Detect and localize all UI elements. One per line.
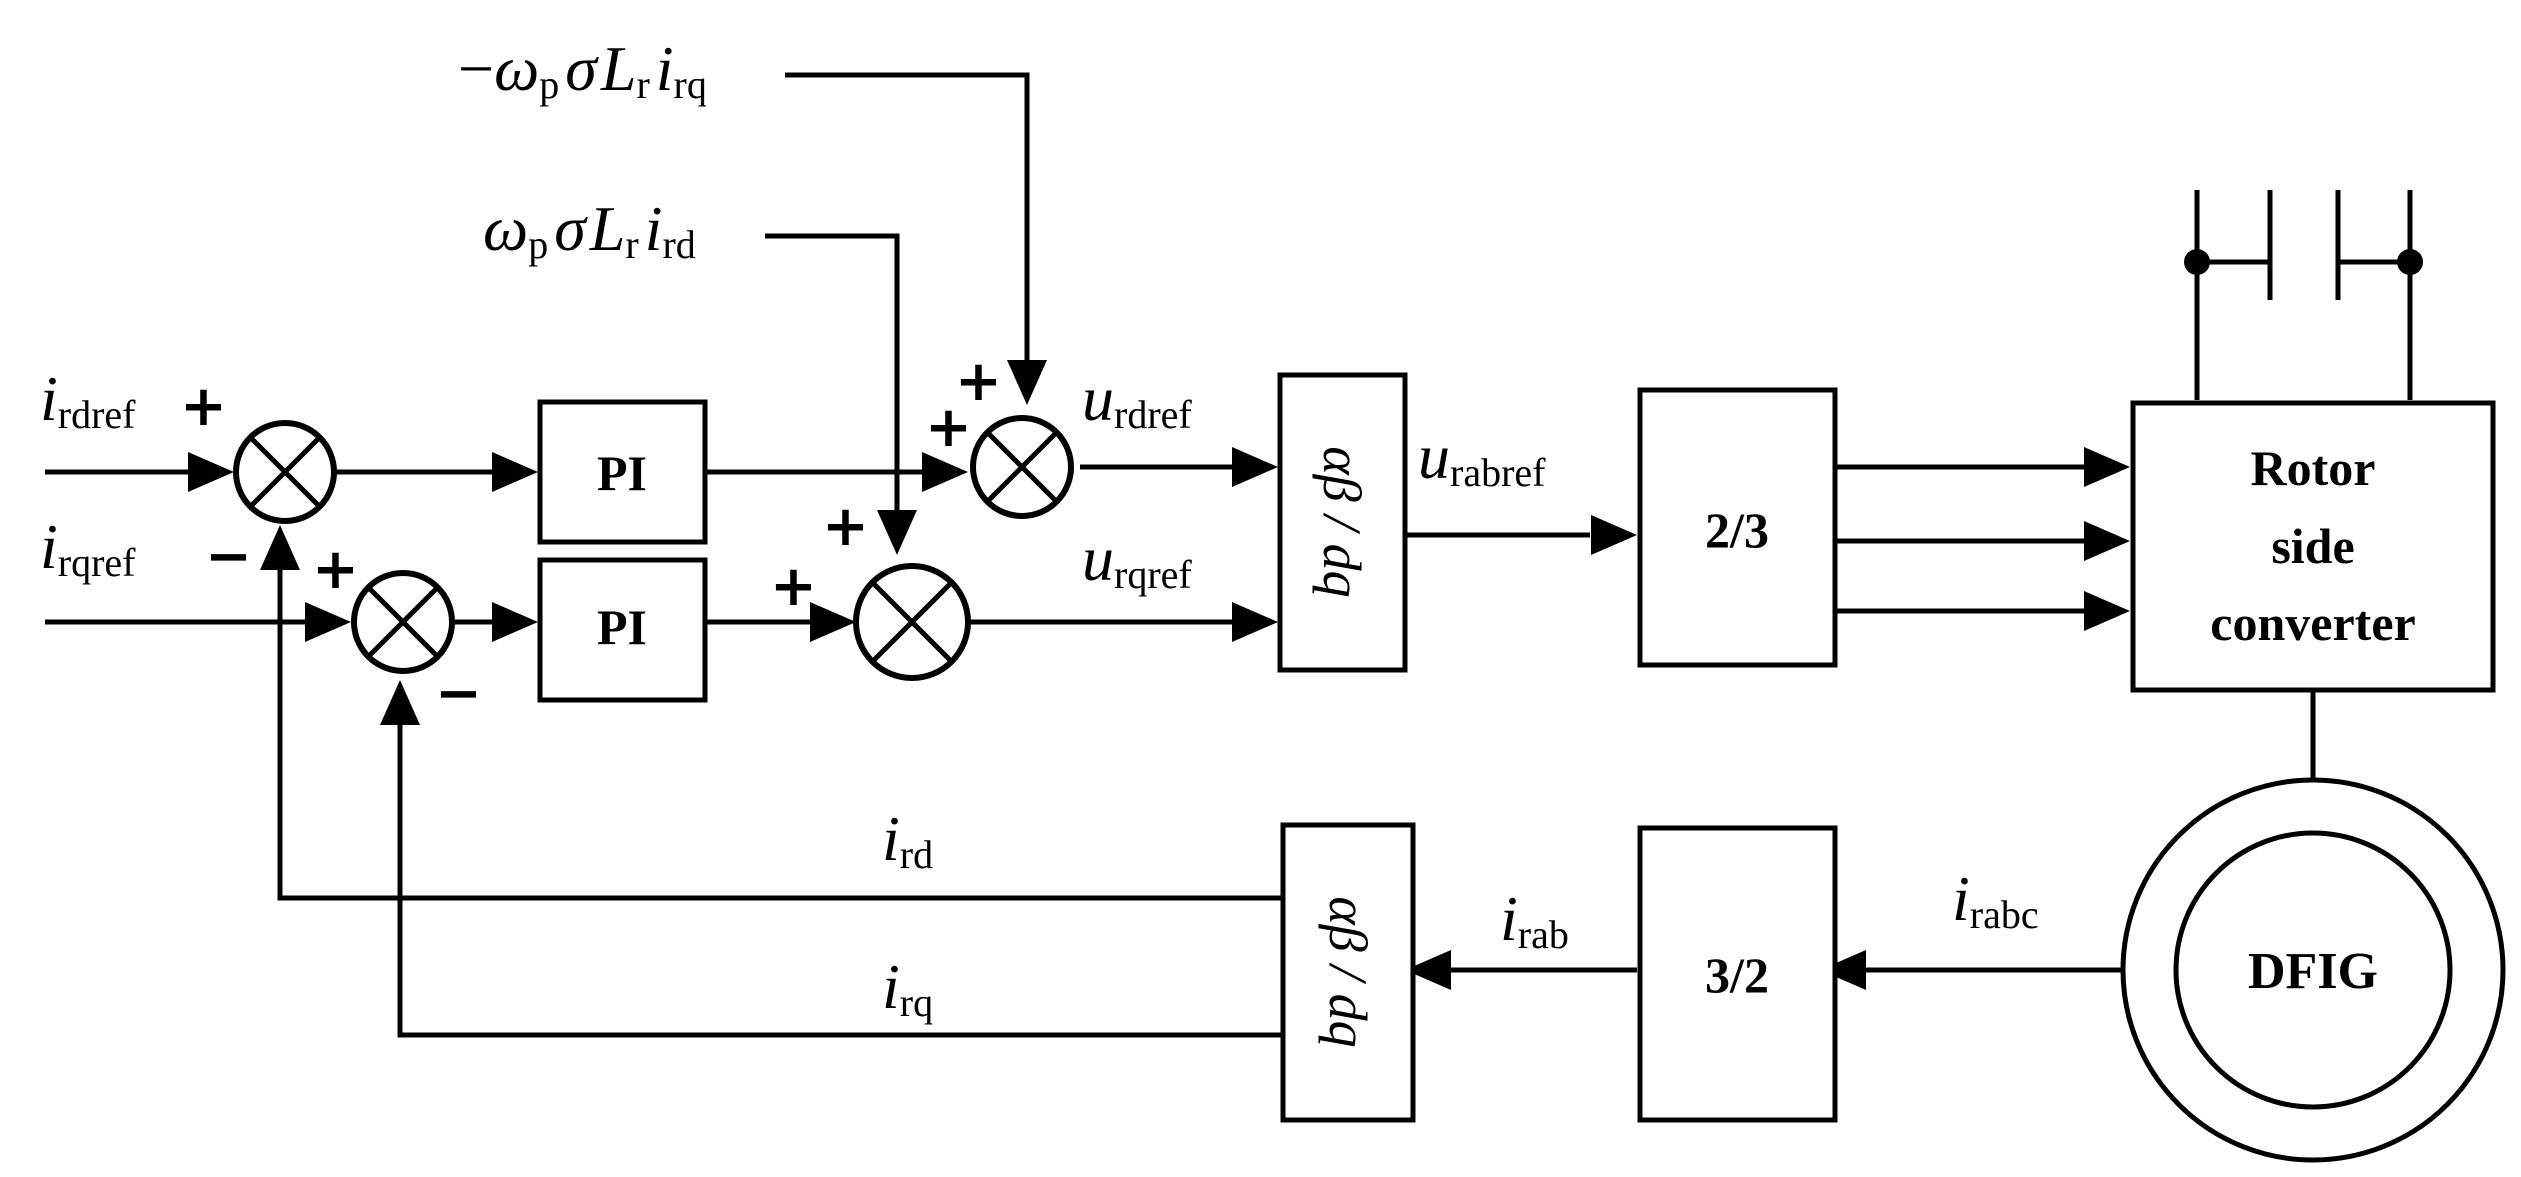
transform-3-2: 3/2 (1637, 825, 1838, 1123)
inverse-park-label: αβ / dq (1312, 446, 1372, 597)
rsc-label-line2: side (2271, 518, 2354, 574)
inverse-park-transform: αβ / dq (1277, 372, 1408, 673)
arrow-into-pi-q (492, 602, 538, 642)
arrow-ff-pos-down (877, 510, 917, 555)
label-ff-pos: ωpσLrird (483, 193, 696, 267)
label-irab: irab (1500, 883, 1569, 957)
pi-controller-q: PI (537, 557, 708, 703)
sign-sum2-minus: − (435, 661, 482, 726)
dfig-label: DFIG (2248, 943, 2378, 1000)
sign-sum1-minus: − (205, 524, 252, 589)
label-irabc: irabc (1952, 863, 2039, 937)
sign-sum3-plus-left: + (925, 395, 972, 460)
dc-link-right (2338, 259, 2413, 400)
park-label: αβ / dq (1318, 896, 1378, 1047)
sum-junction-d-decoupling (970, 415, 1074, 519)
sign-sum4-plus-left: + (770, 554, 817, 619)
arrow-into-sum2 (305, 602, 351, 642)
label-irqref: irqref (40, 511, 136, 585)
arrow-ff-neg-down (1007, 360, 1047, 405)
line-feedback-irq (397, 715, 1283, 1038)
label-ird: ird (882, 803, 933, 877)
arrow-into-sum4 (810, 602, 856, 642)
sign-sum1-plus: + (180, 374, 227, 439)
arrow-feedback-ird-up (260, 525, 300, 570)
junction-dot-left (2184, 249, 2210, 275)
pi-q-label: PI (597, 599, 647, 655)
line-feedback-ird (277, 560, 1283, 901)
label-urabref: urabref (1418, 421, 1546, 495)
arrow-feedback-irq-up (380, 680, 420, 725)
rsc-label-line1: Rotor (2251, 440, 2376, 496)
line-ff-pos (765, 233, 900, 520)
arrow-into-sum3 (922, 452, 968, 492)
dc-link-left (2194, 259, 2270, 400)
arrow-into-park-inv-d (1232, 447, 1278, 487)
sign-sum3-plus-top: + (955, 349, 1002, 414)
arrow-phase-c (2084, 591, 2130, 631)
dfig-machine: DFIG (2120, 777, 2506, 1163)
pi-controller-d: PI (537, 399, 708, 545)
arrow-phase-b (2084, 521, 2130, 561)
arrow-into-pi-d (492, 452, 538, 492)
arrow-phase-a (2084, 447, 2130, 487)
sum-junction-q-decoupling (853, 563, 971, 681)
rsc-label-line3: converter (2210, 595, 2415, 651)
t23-label: 2/3 (1705, 502, 1769, 558)
arrow-into-sum1 (188, 452, 234, 492)
arrowheads (188, 360, 2130, 990)
arrow-into-t23 (1591, 515, 1637, 555)
label-ff-neg: −ωpσLrirq (458, 33, 707, 107)
park-transform: αβ / dq (1280, 822, 1416, 1123)
arrow-into-park-inv-q (1232, 602, 1278, 642)
pi-d-label: PI (597, 445, 647, 501)
sum-junction-q-error (351, 570, 455, 674)
sign-sum4-plus-top: + (822, 494, 869, 559)
label-irq: irq (882, 951, 933, 1025)
t32-label: 3/2 (1705, 947, 1769, 1003)
sign-sum2-plus: + (312, 537, 359, 602)
arrow-into-t32 (1820, 950, 1866, 990)
label-irdref: irdref (40, 363, 136, 437)
signal-lines (45, 72, 2413, 1038)
rotor-side-converter: Rotor side converter (2130, 400, 2496, 693)
label-urdref: urdref (1082, 363, 1192, 437)
arrow-into-park-fwd (1405, 950, 1451, 990)
line-ff-neg (785, 72, 1030, 370)
transform-2-3: 2/3 (1637, 387, 1838, 668)
junction-dot-right (2397, 249, 2423, 275)
label-urqref: urqref (1082, 523, 1192, 597)
sum-junction-d-error (233, 420, 337, 524)
